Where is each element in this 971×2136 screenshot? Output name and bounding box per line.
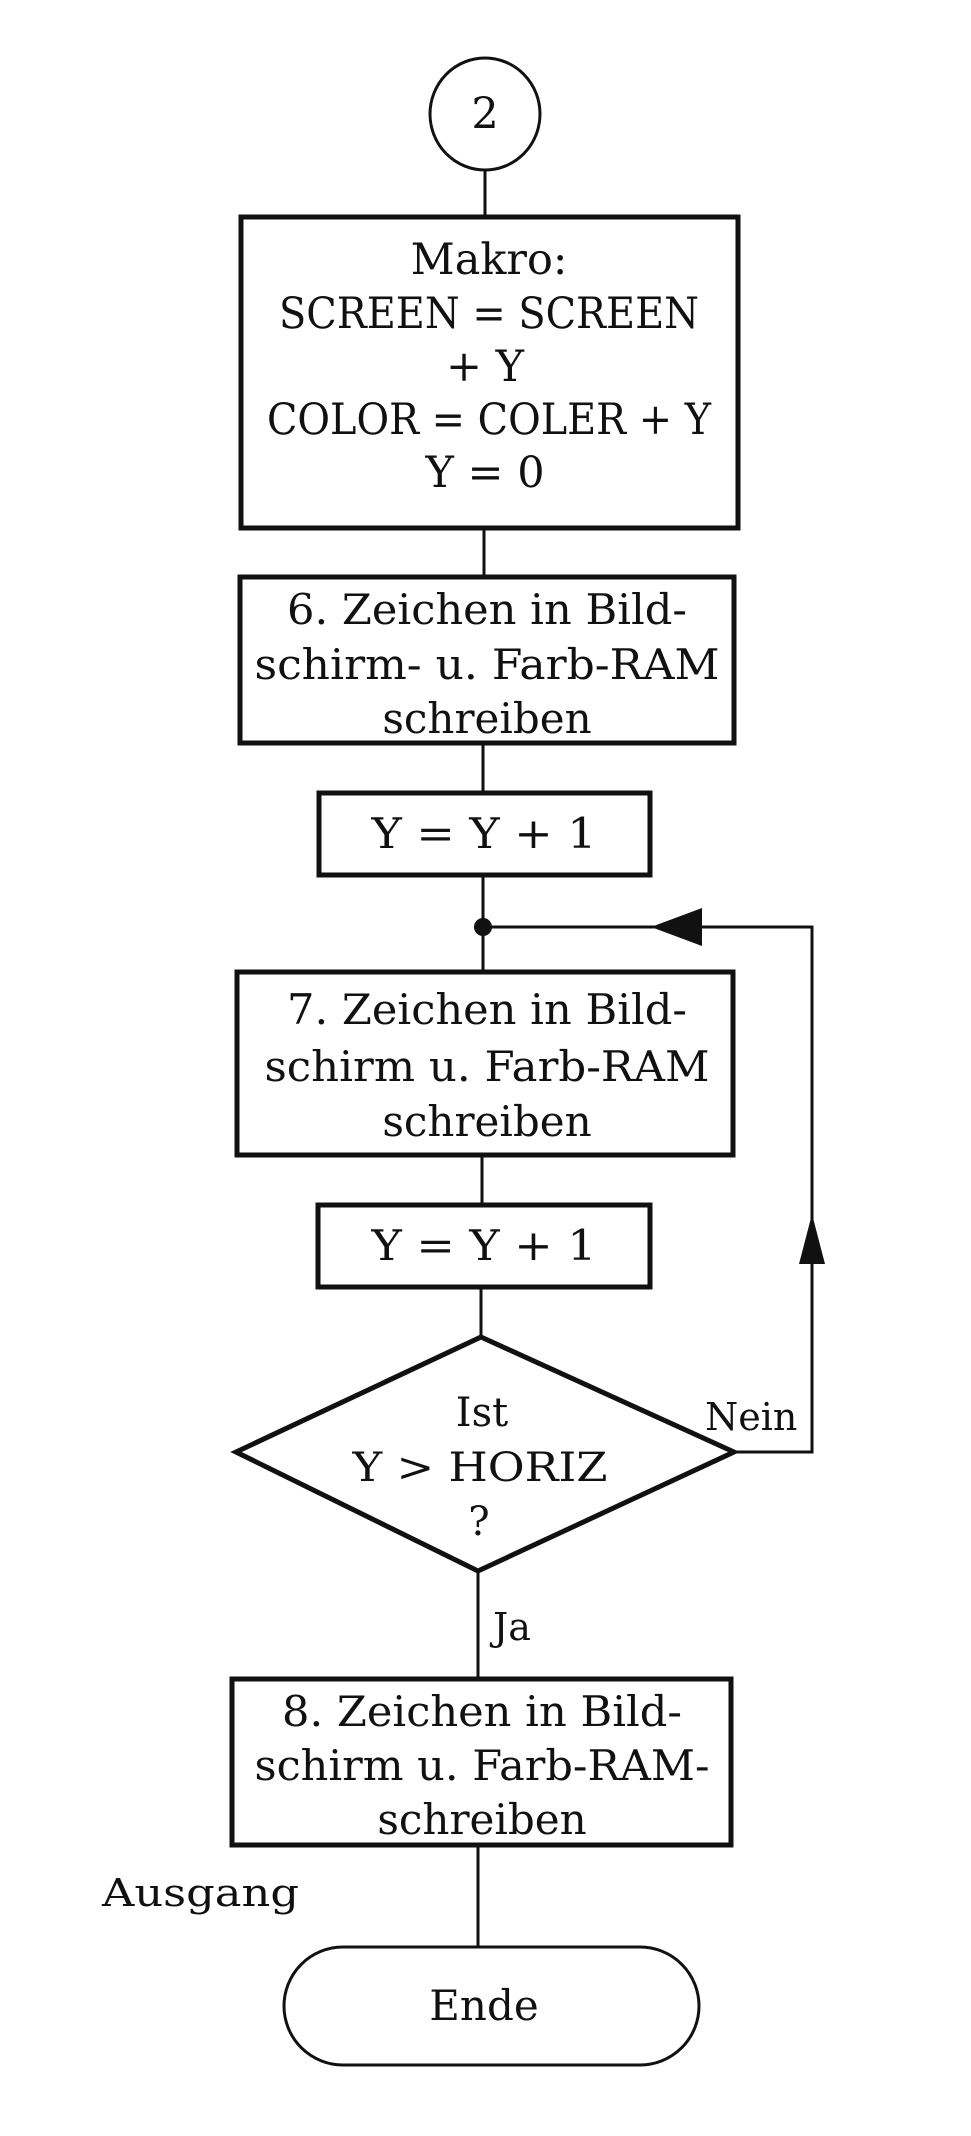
step8-box <box>229 1676 734 1848</box>
junction-dot <box>474 918 492 936</box>
no-label: Nein <box>705 1395 797 1439</box>
step7-line-3: schreiben <box>382 1097 591 1146</box>
step6-line-3: schreiben <box>382 694 591 743</box>
connector-label: 2 <box>471 89 498 139</box>
macro-line-4: COLOR = COLER + Y <box>267 395 712 445</box>
exit-label: Ausgang <box>101 1871 299 1915</box>
macro-line-2: SCREEN = SCREEN <box>279 289 699 339</box>
macro-line-5: Y = 0 <box>424 448 544 498</box>
end-terminal <box>282 1945 701 2067</box>
yes-label: Ja <box>489 1605 531 1649</box>
decision-line-2: Y > HORIZ <box>351 1445 607 1491</box>
step7-line-1: 7. Zeichen in Bild- <box>287 985 687 1034</box>
connector-circle <box>428 56 542 172</box>
step8-line-1: 8. Zeichen in Bild- <box>282 1687 682 1736</box>
step7-line-2: schirm u. Farb-RAM <box>265 1042 710 1091</box>
macro-line-1: Makro: <box>411 235 568 285</box>
loop-back-line <box>483 925 814 1454</box>
step7-box <box>234 969 736 1158</box>
step6-line-2: schirm- u. Farb-RAM <box>255 640 720 689</box>
decision-line-1: Ist <box>456 1390 508 1436</box>
decision-diamond <box>230 1334 740 1574</box>
step6-line-1: 6. Zeichen in Bild- <box>287 585 687 634</box>
macro-line-3: + Y <box>446 342 525 392</box>
decision-line-3: ? <box>468 1499 489 1545</box>
macro-box <box>238 214 741 531</box>
arrow-up-icon <box>799 1214 825 1264</box>
step8-line-2: schirm u. Farb-RAM- <box>255 1741 710 1790</box>
step6-box <box>237 574 737 746</box>
step8-line-3: schreiben <box>377 1795 586 1844</box>
arrow-left-icon <box>651 908 702 946</box>
increment1-box <box>316 790 653 878</box>
increment1-label: Y = Y + 1 <box>370 809 596 858</box>
end-label: Ende <box>429 1981 538 2030</box>
increment2-box <box>315 1202 653 1290</box>
increment2-label: Y = Y + 1 <box>370 1221 596 1270</box>
